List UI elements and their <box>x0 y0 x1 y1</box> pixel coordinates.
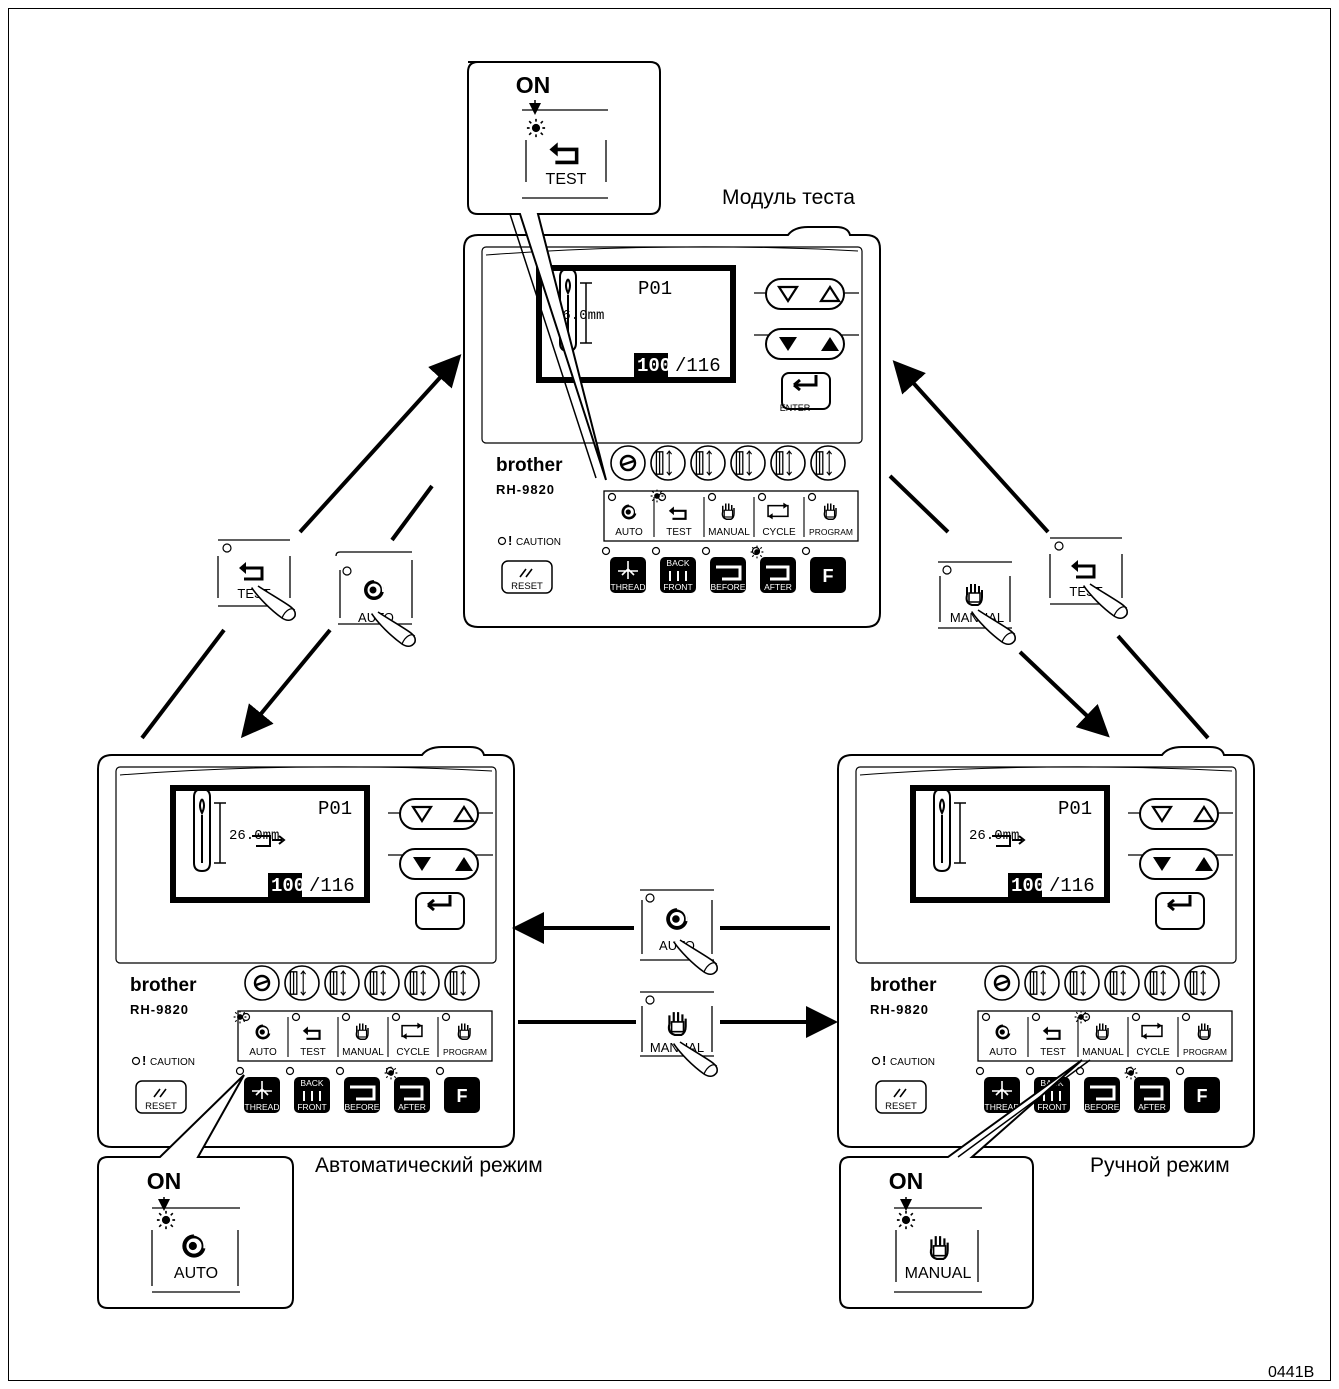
lcd-count-current: 100 <box>271 875 305 897</box>
lcd-count-total: /116 <box>1049 875 1095 897</box>
key-auto-left[interactable]: AUTO <box>335 551 417 648</box>
enter-label: ENTER <box>780 403 811 413</box>
lcd-count-total: /116 <box>309 875 355 897</box>
caption-auto-mode: Автоматический режим <box>315 1154 543 1177</box>
callout-manual-label: MANUAL <box>905 1265 972 1282</box>
finger-icon <box>672 939 719 976</box>
lcd-count-current: 100 <box>1011 875 1045 897</box>
key-manual-right[interactable]: MANUAL <box>938 561 1017 646</box>
manual-mode-panel: P01 26.0mm 100 /116 <box>838 747 1254 1147</box>
arrow-manual-to-test <box>892 360 1050 534</box>
key-test-right[interactable]: TEST <box>1049 537 1129 620</box>
callout-test-label: TEST <box>546 171 587 188</box>
callout-auto-label: AUTO <box>174 1265 218 1282</box>
arrow-test-to-manual <box>1018 650 1110 738</box>
callout-manual-on: MANUAL ON <box>839 1059 1091 1309</box>
lcd-count-current: 100 <box>637 355 671 377</box>
figure-frame <box>8 8 1331 1381</box>
thread-to-needle-icon <box>992 835 1026 847</box>
callout-test-on: TEST ON <box>467 61 661 481</box>
arrow-auto-to-test <box>298 354 462 534</box>
arrow-auto-to-test-lower <box>140 628 226 740</box>
lcd-count-total: /116 <box>675 355 721 377</box>
arrow-test-to-manual-upper <box>888 474 950 534</box>
test-module-panel: P01 26.0mm 100 /116 ENTER <box>464 227 880 627</box>
finger-icon <box>1082 583 1129 620</box>
lcd-program: P01 <box>1058 798 1092 820</box>
lcd-length: 26.0mm <box>554 308 604 324</box>
finger-icon <box>250 585 297 622</box>
figure-code: 0441B <box>1268 1364 1315 1381</box>
callout-on-label: ON <box>889 1168 924 1194</box>
key-auto-middle[interactable]: AUTO <box>640 889 719 976</box>
arrow-test-to-auto-upper <box>390 484 434 542</box>
lcd-length: 26.0mm <box>969 828 1019 844</box>
caption-manual-mode: Ручной режим <box>1090 1154 1230 1177</box>
lcd-length: 26.0mm <box>229 828 279 844</box>
auto-mode-panel: P01 26.0mm 100 /116 <box>98 747 514 1147</box>
key-test-left[interactable]: TEST <box>217 539 297 622</box>
lcd-program: P01 <box>638 278 672 300</box>
arrow-test-to-auto <box>240 628 332 739</box>
callout-auto-on: AUTO ON <box>97 1074 294 1309</box>
transition-arrows <box>140 354 1210 1038</box>
after-lamp-icon <box>384 1066 398 1080</box>
callout-on-label: ON <box>147 1168 182 1194</box>
callout-on-label: ON <box>516 72 551 98</box>
lcd-program: P01 <box>318 798 352 820</box>
key-manual-middle[interactable]: MANUAL <box>640 991 719 1078</box>
caption-test-module: Модуль теста <box>722 186 855 209</box>
after-lamp-icon <box>1124 1066 1138 1080</box>
arrow-manual-to-test-lower <box>1116 634 1210 740</box>
thread-to-needle-icon <box>252 835 286 847</box>
